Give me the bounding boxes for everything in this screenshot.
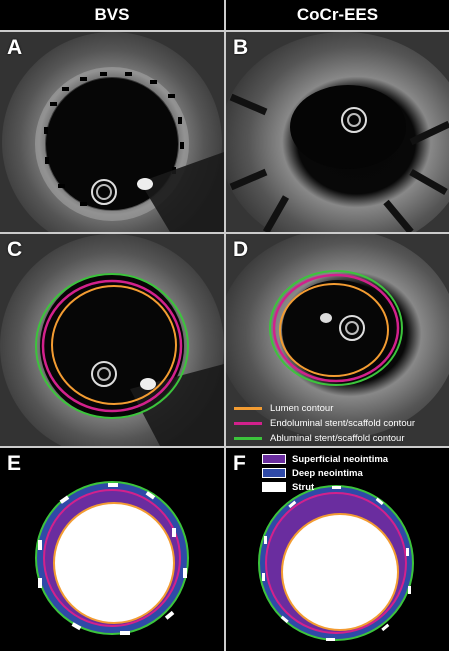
legend-item-deep-neointima: Deep neointima (262, 466, 388, 480)
panel-c-oct-contours: C (0, 234, 224, 446)
oct-image-bvs (0, 32, 224, 232)
legend-swatch (234, 422, 262, 425)
panel-label-d: D (233, 238, 249, 261)
legend-label: Strut (292, 481, 315, 493)
panel-label-f: F (233, 452, 246, 475)
legend-item-abluminal: Abluminal stent/scaffold contour (234, 431, 415, 446)
legend-swatch (234, 407, 262, 410)
legend-label: Lumen contour (270, 403, 334, 414)
legend-item-superficial-neointima: Superficial neointima (262, 452, 388, 466)
legend-label: Abluminal stent/scaffold contour (270, 433, 405, 444)
neointima-schematic-cocr-ees (258, 485, 414, 641)
oct-image-cocr-ees (226, 32, 449, 232)
legend-item-endoluminal: Endoluminal stent/scaffold contour (234, 416, 415, 431)
contour-legend: Lumen contour Endoluminal stent/scaffold… (234, 401, 415, 446)
panel-d-oct-contours: D (226, 234, 449, 446)
vertical-divider (224, 30, 226, 651)
legend-label: Superficial neointima (292, 453, 389, 465)
legend-label: Deep neointima (292, 467, 363, 479)
legend-label: Endoluminal stent/scaffold contour (270, 418, 416, 429)
legend-swatch (262, 468, 286, 478)
panel-label-b: B (233, 36, 249, 59)
panel-e-schematic: E (0, 448, 224, 651)
legend-swatch (262, 454, 286, 464)
oct-image-bvs-contours (0, 234, 224, 446)
panel-a-oct-image: A (0, 32, 224, 232)
horizontal-divider (0, 30, 449, 32)
column-title-cocr-ees: CoCr-EES (224, 0, 449, 30)
panel-label-a: A (7, 36, 23, 59)
panel-b-oct-image: B (226, 32, 449, 232)
horizontal-divider (0, 446, 449, 448)
layer-legend: Superficial neointima Deep neointima Str… (262, 452, 388, 494)
legend-swatch (234, 437, 262, 440)
column-title-bvs: BVS (94, 5, 130, 24)
panel-label-c: C (7, 238, 23, 261)
legend-swatch (262, 482, 286, 492)
panel-label-e: E (7, 452, 22, 475)
horizontal-divider (0, 232, 449, 234)
legend-item-strut: Strut (262, 480, 388, 494)
panel-f-schematic: F (226, 448, 449, 651)
legend-item-lumen: Lumen contour (234, 401, 415, 416)
neointima-schematic-bvs (35, 481, 189, 635)
column-header: BVS CoCr-EES (0, 0, 449, 30)
oct-image-cocr-ees-contours (226, 234, 449, 446)
